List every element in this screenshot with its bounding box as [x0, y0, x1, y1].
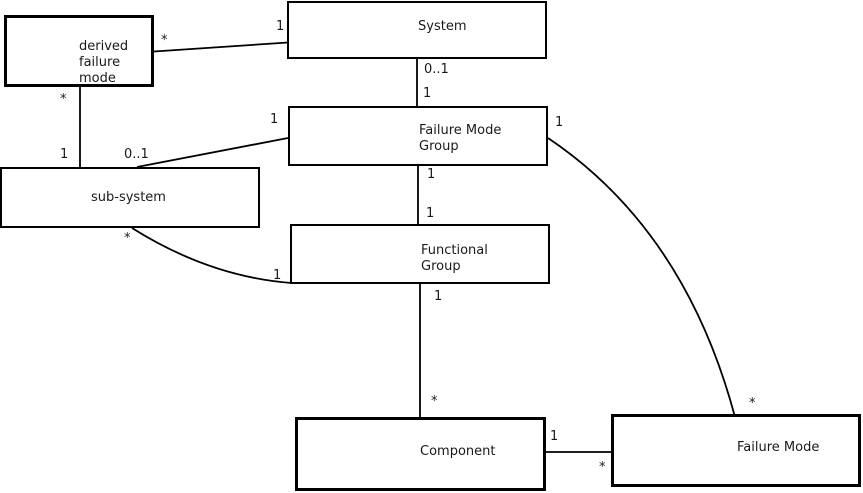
- node-label-system: System: [418, 19, 466, 35]
- label-line: Failure Mode: [737, 440, 820, 455]
- edge-failure-mode-group-failure-mode: [547, 137, 736, 418]
- edge-failure-mode-group-sub-system: [136, 137, 289, 168]
- multiplicity-dfm-subsystem-at-subsystem: 1: [60, 147, 69, 162]
- multiplicity-subsystem-fg-at-fg: 1: [273, 268, 282, 283]
- label-line: Failure Mode: [419, 123, 502, 138]
- label-line: Group: [421, 259, 461, 274]
- label-line: Group: [419, 139, 459, 154]
- label-line: sub-system: [91, 190, 166, 205]
- multiplicity-fmg-fg-at-fmg: 1: [427, 167, 436, 182]
- multiplicity-fmg-subsystem-at-subsystem: 0..1: [124, 147, 149, 162]
- node-label-failure-mode-group: Failure Mode Group: [419, 123, 501, 155]
- node-derived-failure-mode: [4, 15, 154, 87]
- multiplicity-system-dfm-at-dfm: *: [161, 33, 168, 48]
- node-label-failure-mode: Failure Mode: [737, 440, 819, 456]
- multiplicity-system-fmg-at-system: 0..1: [424, 62, 449, 77]
- node-functional-group: [290, 224, 550, 284]
- node-label-derived-failure-mode: derived failure mode: [79, 39, 128, 87]
- edge-system-derived-failure-mode: [153, 41, 289, 53]
- node-component: [295, 417, 546, 491]
- node-label-sub-system: sub-system: [91, 190, 166, 206]
- multiplicity-fg-component-at-fg: 1: [434, 289, 443, 304]
- label-line: derived: [79, 39, 129, 54]
- node-failure-mode-group: [288, 106, 548, 166]
- label-line: Functional: [421, 243, 488, 258]
- multiplicity-system-dfm-at-system: 1: [276, 19, 285, 34]
- edge-sub-system-functional-group: [131, 227, 293, 284]
- label-line: failure: [79, 55, 121, 70]
- multiplicity-fg-component-at-component: *: [431, 394, 438, 409]
- multiplicity-fmg-fm-at-fm: *: [749, 396, 756, 411]
- multiplicity-dfm-subsystem-at-dfm: *: [60, 92, 67, 107]
- multiplicity-fmg-fg-at-fg: 1: [426, 206, 435, 221]
- node-label-component: Component: [420, 444, 495, 460]
- label-line: System: [418, 19, 467, 34]
- node-failure-mode: [611, 414, 861, 487]
- multiplicity-system-fmg-at-fmg: 1: [423, 86, 432, 101]
- node-sub-system: [0, 167, 260, 228]
- multiplicity-component-fm-at-fm: *: [599, 460, 606, 475]
- label-line: mode: [79, 71, 116, 86]
- node-system: [287, 1, 547, 59]
- node-label-functional-group: Functional Group: [421, 243, 488, 275]
- label-line: Component: [420, 444, 496, 459]
- multiplicity-subsystem-fg-at-subsystem: *: [124, 231, 131, 246]
- multiplicity-component-fm-at-component: 1: [550, 429, 559, 444]
- multiplicity-fmg-fm-at-fmg: 1: [555, 115, 564, 130]
- multiplicity-fmg-subsystem-at-fmg: 1: [270, 112, 279, 127]
